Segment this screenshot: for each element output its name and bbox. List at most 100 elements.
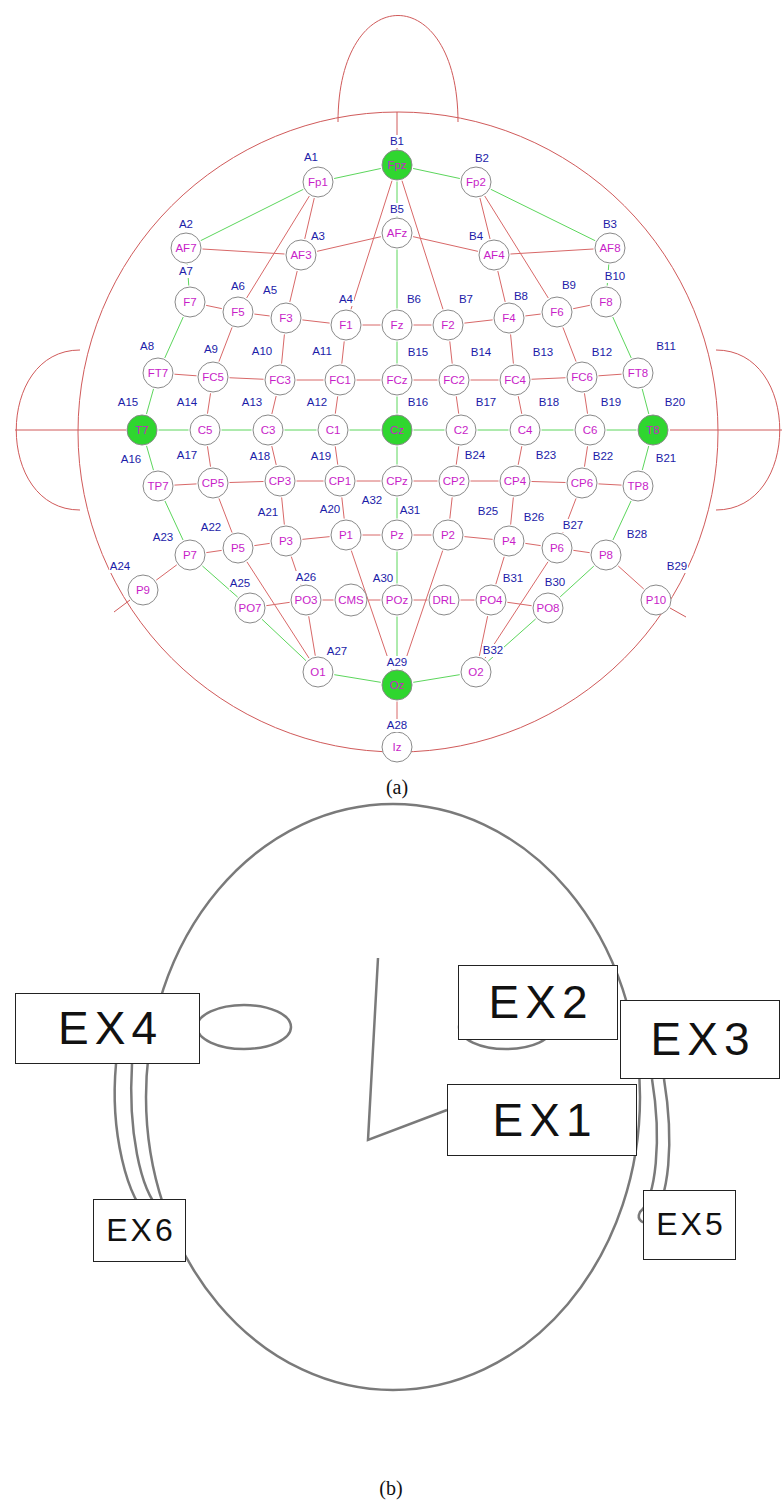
grid-line: [254, 543, 269, 545]
channel-label: B27: [562, 519, 584, 532]
electrode-name: F7: [174, 286, 206, 318]
grid-line: [598, 374, 621, 376]
electrode-outline: [190, 415, 220, 445]
electrode-outline: [638, 415, 668, 445]
electrode-outline: [623, 358, 653, 388]
grid-line: [207, 446, 210, 466]
electrode-site: FC3A10: [264, 364, 296, 396]
electrode-outline: [494, 526, 524, 556]
electrode-outline: [567, 362, 597, 392]
channel-label: A17: [176, 449, 198, 462]
electrode-outline: [476, 585, 506, 615]
channel-label: B31: [502, 572, 524, 585]
grid-line: [222, 430, 252, 431]
electrode-name: CP6: [566, 467, 598, 499]
face-drawing: [115, 804, 670, 1390]
grid-line: [464, 537, 492, 540]
channel-label: A16: [120, 453, 142, 466]
electrode-outline: [271, 526, 301, 556]
electrode-outline: [542, 297, 572, 327]
electrode-outline: [500, 365, 530, 395]
grid-line: [202, 249, 284, 254]
channel-label: B13: [532, 346, 554, 359]
grid-line: [334, 168, 381, 178]
channel-label: A29: [386, 656, 408, 669]
ex-electrode-box: EX5: [643, 1190, 736, 1260]
grid-line: [147, 446, 154, 470]
electrode-outline: [331, 520, 361, 550]
channel-label: B10: [604, 270, 626, 283]
grid-line: [350, 430, 381, 431]
channel-label: A31: [399, 504, 421, 517]
channel-label: B21: [655, 452, 677, 465]
electrode-site: Fp1A1: [302, 166, 334, 198]
electrode-site: AFzB5: [381, 217, 413, 249]
electrode-name: C6: [574, 414, 606, 446]
electrode-outline: [542, 533, 572, 563]
electrode-site: O2B32: [460, 656, 492, 688]
electrode-site: C3A13: [252, 414, 284, 446]
electrode-site: PO8B30: [532, 592, 564, 624]
electrode-site: F2B7: [432, 309, 464, 341]
grid-line: [201, 189, 303, 240]
grid-line: [456, 446, 459, 464]
grid-line: [573, 305, 590, 308]
electrode-name: F2: [432, 309, 464, 341]
grid-line: [363, 535, 381, 536]
electrode-outline: [223, 533, 253, 563]
grid-line: [471, 481, 499, 482]
electrode-outline: [265, 466, 295, 496]
electrode-name: F5: [222, 296, 254, 328]
electrode-outline: [429, 585, 459, 615]
electrode-outline: [143, 358, 173, 388]
electrode-site: F1A4: [330, 309, 362, 341]
grid-line: [518, 396, 522, 414]
electrode-name: P5: [222, 532, 254, 564]
electrode-site: C6B19: [574, 414, 606, 446]
electrode-name: FC6: [566, 361, 598, 393]
electrode-name: CP2: [438, 465, 470, 497]
grid-line: [229, 481, 263, 482]
electrode-site: CMS: [334, 583, 368, 617]
electrode-site: PO4B31: [475, 584, 507, 616]
electrode-outline: [382, 310, 412, 340]
grid-line: [146, 389, 153, 414]
channel-label: B16: [407, 396, 429, 409]
ex-electrode-box: EX6: [93, 1199, 186, 1262]
channel-label: B24: [464, 449, 486, 462]
ex-electrode-box: EX4: [15, 993, 200, 1064]
channel-label: A13: [241, 396, 263, 409]
grid-line: [165, 317, 183, 358]
grid-line: [334, 675, 380, 683]
channel-label: A23: [152, 531, 174, 544]
ex-electrode-box: EX2: [458, 965, 618, 1040]
electrode-outline: [303, 657, 333, 687]
electrode-site: CzB16: [381, 414, 413, 446]
grid-line: [335, 396, 337, 413]
grid-line: [531, 481, 565, 482]
electrode-outline: [382, 218, 412, 248]
grid-line: [290, 271, 297, 302]
electrode-name: FCz: [381, 364, 413, 396]
electrode-name: F1: [330, 309, 362, 341]
grid-line: [542, 430, 574, 431]
electrode-outline: [439, 365, 469, 395]
electrode-outline: [318, 415, 348, 445]
grid-line: [414, 380, 438, 381]
channel-label: A18: [249, 450, 271, 463]
electrode-site: PzA31: [381, 519, 413, 551]
electrode-name: AF4: [478, 239, 510, 271]
grid-line: [285, 430, 317, 431]
electrode-name: FC3: [264, 364, 296, 396]
grid-line: [511, 334, 514, 363]
channel-label: B19: [600, 396, 622, 409]
electrode-site: P8B28: [590, 539, 622, 571]
channel-label: A28: [386, 719, 408, 732]
electrode-site: F7A7: [174, 286, 206, 318]
grid-line: [357, 380, 381, 381]
electrode-site: OzA29: [381, 669, 413, 701]
electrode-outline: [198, 362, 228, 392]
electrode-site: DRL: [428, 584, 460, 616]
electrode-site: C5A14: [189, 414, 221, 446]
channel-label: B26: [523, 511, 545, 524]
